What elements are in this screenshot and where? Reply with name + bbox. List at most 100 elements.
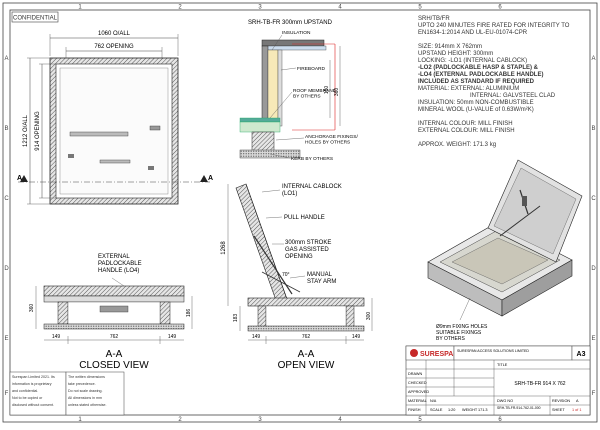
section-marker-right: A bbox=[208, 175, 213, 182]
grid-row-c: C bbox=[4, 196, 9, 202]
grid-row-d: D bbox=[4, 266, 9, 272]
open-stay-arm bbox=[261, 271, 301, 293]
detail-label-roof-membrane-l1: ROOF MEMBRANE bbox=[293, 88, 336, 94]
open-view: INTERNAL CABLOCK (LO1) PULL HANDLE 300mm… bbox=[221, 183, 373, 371]
detail-dim-150: 150 bbox=[324, 86, 330, 95]
open-label-cablock: INTERNAL CABLOCK (LO1) bbox=[282, 184, 343, 197]
legal-line-3: Not to be copied or bbox=[12, 396, 43, 400]
notes-spec-2: LOCKING: -LO1 (INTERNAL CABLOCK) bbox=[418, 58, 527, 64]
notes-product: SRH/TB/FR bbox=[418, 16, 450, 22]
grid-col-2: 2 bbox=[178, 5, 182, 11]
sheet-border bbox=[2, 2, 598, 423]
detail-upstand-wall bbox=[261, 45, 269, 127]
open-dim-149-left: 149 bbox=[252, 334, 261, 340]
notes-spec-bold-1: -LO4 (EXTERNAL PADLOCKABLE HANDLE) bbox=[418, 72, 543, 78]
detail-label-roof-membrane-l2: BY OTHERS bbox=[293, 94, 321, 100]
detail-label-fireboard: FIREBOARD bbox=[297, 66, 326, 72]
grid-col-2-bottom: 2 bbox=[178, 417, 182, 423]
notes-line-1: take precedence. bbox=[68, 382, 96, 386]
open-dim-762: 762 bbox=[302, 334, 311, 340]
plan-view: 1060 O/ALL 762 OPENING 1212 O/A bbox=[17, 31, 213, 205]
title-block: Surespan Limited 2021. Its information i… bbox=[9, 345, 591, 416]
value-scale: 1:20 bbox=[448, 408, 455, 412]
company-info: SURESPAN ACCESS SOLUTIONS LIMITED bbox=[457, 349, 529, 353]
grid-row-a: A bbox=[4, 56, 8, 62]
company-logo-icon bbox=[410, 349, 418, 357]
plan-handle bbox=[149, 125, 161, 131]
grid-row-d-right: D bbox=[591, 266, 596, 272]
grid-col-4-bottom: 4 bbox=[338, 417, 342, 423]
notes-line-4: unless stated otherwise. bbox=[68, 403, 107, 407]
open-base-frame bbox=[247, 297, 365, 307]
open-label-pull-handle: PULL HANDLE bbox=[284, 215, 325, 221]
open-dim-183: 183 bbox=[233, 314, 239, 323]
plan-overall-width: 1060 O/ALL bbox=[98, 31, 131, 37]
plan-stay-arm bbox=[69, 131, 129, 137]
label-dwg-no: DWG NO bbox=[497, 399, 513, 403]
detail-title: SRH-TB-FR 300mm UPSTAND bbox=[248, 20, 333, 26]
label-drawn: DRAWN bbox=[408, 372, 422, 376]
notes-spec-bold-2: INCLUDED AS STANDARD IF REQUIRED bbox=[418, 79, 535, 85]
notes-material-2: INSULATION: 50mm NON-COMBUSTIBLE bbox=[418, 100, 534, 106]
open-view-title: A-A bbox=[298, 349, 315, 360]
label-revision: REVISION bbox=[552, 399, 570, 403]
open-angle: 70° bbox=[282, 272, 290, 278]
notes-colour-1: EXTERNAL COLOUR: MILL FINISH bbox=[418, 128, 515, 134]
grid-row-f-right: F bbox=[592, 391, 596, 397]
label-title: TITLE bbox=[497, 363, 508, 367]
grid-row-c-right: C bbox=[591, 196, 596, 202]
iso-right-face bbox=[501, 259, 573, 317]
detail-label-insulation: INSULATION bbox=[282, 30, 311, 36]
notes-line-2: Do not scale drawing. bbox=[68, 389, 103, 393]
label-finish: FINISH bbox=[408, 408, 421, 412]
label-material: MATERIAL bbox=[408, 399, 427, 403]
grid-row-e: E bbox=[4, 336, 8, 342]
notes-line-1: EN1634-1:2014 AND UL-EU-01074-CPR bbox=[418, 30, 528, 36]
iso-fixing-note: Ø9mm FIXING HOLES SUITABLE FIXINGS BY OT… bbox=[436, 324, 489, 342]
detail-label-kerb: KERB BY OTHERS bbox=[291, 156, 333, 162]
label-checked: CHECKED bbox=[408, 381, 427, 385]
detail-dim-360: 360 bbox=[334, 88, 340, 97]
grid-col-6: 6 bbox=[498, 5, 502, 11]
legal-line-4: disclosed without consent. bbox=[12, 403, 54, 407]
closed-base bbox=[43, 323, 185, 330]
notes-line-3: All dimensions in mm bbox=[68, 396, 102, 400]
notes-line-0: The written dimensions bbox=[68, 375, 105, 379]
notes-spec-0: SIZE: 914mm X 762mm bbox=[418, 44, 482, 50]
grid-row-f: F bbox=[5, 391, 9, 397]
section-marker-left: A bbox=[17, 175, 22, 182]
sheet-size: A3 bbox=[577, 351, 586, 358]
label-approved: APPROVED bbox=[408, 390, 429, 394]
grid-col-5: 5 bbox=[418, 5, 422, 11]
detail-label-roof-membrane: ROOF MEMBRANE BY OTHERS bbox=[293, 88, 337, 100]
open-dim-300: 300 bbox=[366, 312, 372, 321]
company-name: SURESPAN bbox=[420, 351, 458, 358]
notes-weight: APPROX. WEIGHT: 171.3 kg bbox=[418, 142, 496, 148]
drawing-frame bbox=[9, 9, 591, 416]
spec-notes: SRH/TB/FR UPTO 240 MINUTES FIRE RATED FO… bbox=[418, 16, 570, 148]
closed-label-handle: EXTERNAL PADLOCKABLE HANDLE (LO4) bbox=[98, 254, 143, 274]
closed-dim-762: 762 bbox=[110, 334, 119, 340]
notes-spec-1: UPSTAND HEIGHT: 300mm bbox=[418, 51, 493, 57]
grid-row-a-right: A bbox=[591, 56, 595, 62]
closed-lid bbox=[43, 285, 185, 297]
plan-overall-height: 1212 O/ALL bbox=[23, 114, 29, 147]
grid-col-1: 1 bbox=[78, 5, 82, 11]
notes-material-1: INTERNAL: GALVSTEEL CLAD bbox=[470, 93, 556, 99]
value-revision: A bbox=[576, 399, 579, 403]
closed-view: EXTERNAL PADLOCKABLE HANDLE (LO4) 360 18… bbox=[29, 254, 193, 371]
detail-label-anchorage: ANCHORAGE FIXINGS/ HOLES BY OTHERS bbox=[305, 134, 359, 146]
closed-dim-186: 186 bbox=[186, 309, 192, 318]
notes-colour-0: INTERNAL COLOUR: MILL FINISH bbox=[418, 121, 513, 127]
label-scale: SCALE bbox=[430, 408, 443, 412]
grid-row-e-right: E bbox=[591, 336, 595, 342]
open-lid bbox=[235, 183, 289, 307]
legal-line-0: Surespan Limited 2021. Its bbox=[12, 375, 55, 379]
grid-col-4: 4 bbox=[338, 5, 342, 11]
closed-view-title: A-A bbox=[106, 349, 123, 360]
grid-col-5-bottom: 5 bbox=[418, 417, 422, 423]
notes-spec-bold-0: -LO2 (PADLOCKABLE HASP & STAPLE) & bbox=[418, 65, 539, 71]
detail-roof-membrane bbox=[239, 117, 281, 123]
grid-col-1-bottom: 1 bbox=[78, 417, 82, 423]
